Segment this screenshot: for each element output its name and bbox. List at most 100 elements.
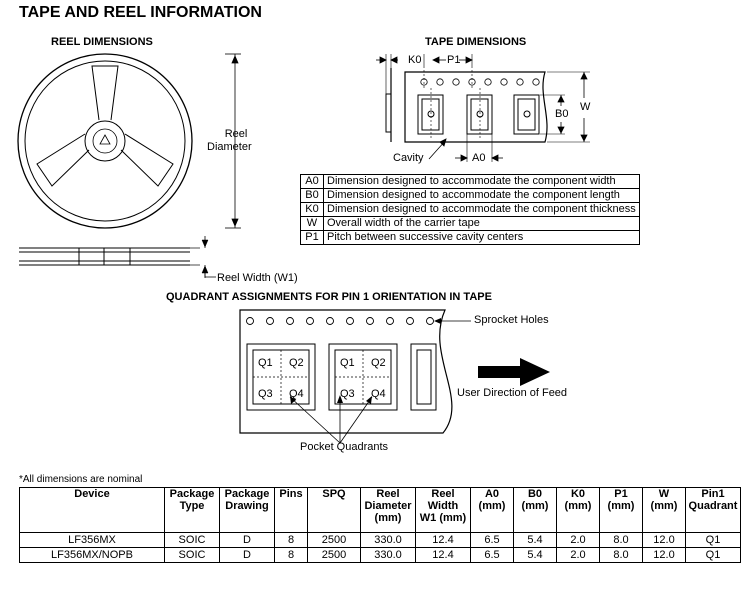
quadrant-diagram (239, 309, 550, 444)
legend-desc: Pitch between successive cavity centers (323, 230, 640, 245)
legend-key: B0 (300, 188, 324, 203)
column-header: B0(mm) (513, 487, 557, 533)
sprocket-holes-label: Sprocket Holes (474, 314, 549, 326)
column-header-line: B0 (527, 488, 543, 500)
table-cell: 2500 (307, 532, 361, 548)
column-header-line: Reel (431, 488, 455, 500)
legend-key: K0 (300, 202, 324, 217)
table-cell: 12.4 (415, 532, 471, 548)
pocket2-q3: Q3 (340, 388, 355, 400)
table-cell: 330.0 (360, 547, 416, 563)
column-header-line: (mm) (478, 500, 506, 512)
reel-width-label: Reel Width (W1) (217, 272, 298, 284)
column-header: A0(mm) (470, 487, 514, 533)
column-header-line: Pins (279, 488, 303, 500)
table-cell: LF356MX (19, 532, 165, 548)
dimensions-note: *All dimensions are nominal (19, 474, 143, 485)
table-cell: 8 (274, 532, 308, 548)
column-header: W(mm) (642, 487, 686, 533)
column-header-line: Diameter (364, 500, 412, 512)
reel-diameter-dimension (225, 53, 241, 229)
column-header-line: K0 (570, 488, 586, 500)
tape-a0-label: A0 (472, 152, 486, 164)
reel-width-leader (204, 268, 216, 278)
column-header-line: Device (74, 488, 110, 500)
column-header-line: W1 (mm) (419, 512, 467, 524)
table-cell: 2500 (307, 547, 361, 563)
table-cell: 12.4 (415, 547, 471, 563)
reel-diameter-label-2: Diameter (207, 141, 252, 153)
column-header-line: (mm) (521, 500, 549, 512)
reel-side-view (19, 236, 209, 278)
column-header: Device (19, 487, 165, 533)
legend-key: P1 (300, 230, 324, 245)
reel-dimensions-heading: REEL DIMENSIONS (51, 36, 153, 48)
tape-dimensions-heading: TAPE DIMENSIONS (425, 36, 527, 48)
column-header-line: (mm) (374, 512, 402, 524)
table-cell: 330.0 (360, 532, 416, 548)
table-cell: 2.0 (556, 547, 600, 563)
table-cell: 5.4 (513, 547, 557, 563)
tape-dimension-arrows (376, 54, 590, 162)
legend-desc: Dimension designed to accommodate the co… (323, 188, 640, 203)
column-header: SPQ (307, 487, 361, 533)
legend-key: A0 (300, 174, 324, 189)
legend-desc: Overall width of the carrier tape (323, 216, 640, 231)
sprocket-holes (246, 317, 434, 325)
column-header-line: SPQ (322, 488, 346, 500)
tape-cavity-label: Cavity (393, 152, 424, 164)
column-header-line: W (658, 488, 670, 500)
table-cell: D (219, 532, 275, 548)
table-cell: 8.0 (599, 547, 643, 563)
column-header-line: Package (169, 488, 215, 500)
column-header-line: Pin1 (701, 488, 725, 500)
tape-drawing (385, 66, 548, 143)
table-cell: 5.4 (513, 532, 557, 548)
column-header-line: (mm) (650, 500, 678, 512)
column-header-line: (mm) (564, 500, 592, 512)
tape-b0-label: B0 (555, 108, 569, 120)
column-header-line: P1 (614, 488, 628, 500)
column-header-line: (mm) (607, 500, 635, 512)
column-header-line: Reel (376, 488, 400, 500)
column-header: Pins (274, 487, 308, 533)
table-cell: 12.0 (642, 547, 686, 563)
table-cell: LF356MX/NOPB (19, 547, 165, 563)
table-cell: D (219, 547, 275, 563)
feed-arrow-icon (478, 358, 550, 386)
column-header: P1(mm) (599, 487, 643, 533)
feed-direction-label: User Direction of Feed (457, 387, 568, 399)
column-header-line: Drawing (225, 500, 269, 512)
page-title: TAPE AND REEL INFORMATION (19, 4, 262, 21)
pocket-quadrants-label: Pocket Quadrants (300, 441, 389, 453)
reel-diagram (17, 53, 590, 278)
table-cell: 6.5 (470, 547, 514, 563)
pocket2-q4: Q4 (371, 388, 386, 400)
pocket1-q4: Q4 (289, 388, 304, 400)
pocket1-q2: Q2 (289, 357, 304, 369)
table-cell: Q1 (685, 532, 741, 548)
pocket2-q1: Q1 (340, 357, 355, 369)
reel-drawing (17, 53, 193, 229)
table-cell: 12.0 (642, 532, 686, 548)
reel-diameter-label-1: Reel (224, 128, 248, 140)
pocket1-q3: Q3 (258, 388, 273, 400)
column-header: K0(mm) (556, 487, 600, 533)
table-cell: SOIC (164, 532, 220, 548)
tape-w-label: W (580, 101, 591, 113)
table-cell: 2.0 (556, 532, 600, 548)
quadrant-heading: QUADRANT ASSIGNMENTS FOR PIN 1 ORIENTATI… (166, 291, 492, 303)
